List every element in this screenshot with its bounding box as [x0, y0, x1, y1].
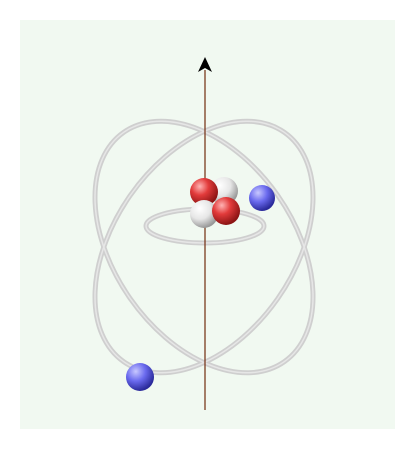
orbit-ring-right-highlight	[94, 120, 314, 374]
neutron-front	[190, 200, 218, 228]
up-arrow-icon	[198, 57, 212, 72]
orbit-ring-left-highlight	[94, 120, 314, 374]
nucleus	[190, 177, 240, 228]
proton-front	[212, 197, 240, 225]
electron-lower-left	[126, 363, 154, 391]
proton-back	[190, 178, 218, 206]
electron-upper-right	[249, 185, 275, 211]
